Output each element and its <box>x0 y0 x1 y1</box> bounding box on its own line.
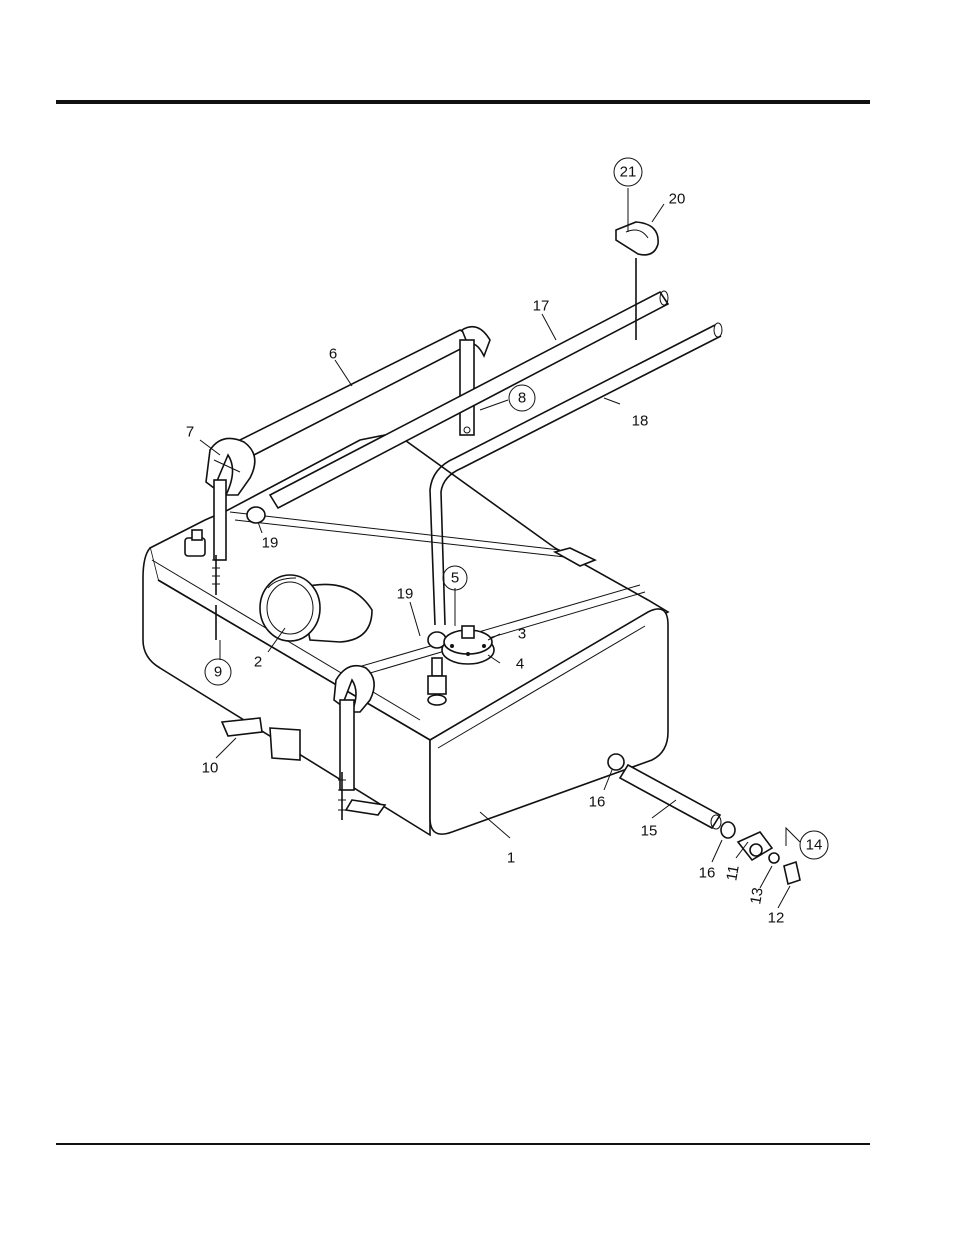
label-2: 2 <box>254 654 262 671</box>
label-11: 11 <box>723 864 742 882</box>
label-4: 4 <box>516 656 524 673</box>
label-21: 21 <box>620 164 637 181</box>
label-3: 3 <box>518 626 526 643</box>
label-17: 17 <box>533 298 550 315</box>
label-16-upper: 16 <box>589 794 606 811</box>
label-16-lower: 16 <box>699 865 716 882</box>
filler-cap <box>260 575 320 641</box>
label-18: 18 <box>632 413 649 430</box>
label-9: 9 <box>214 664 222 681</box>
label-14: 14 <box>806 837 823 854</box>
label-15: 15 <box>641 823 658 840</box>
label-19-left: 19 <box>262 535 279 552</box>
label-6: 6 <box>329 346 337 363</box>
label-7: 7 <box>186 424 194 441</box>
label-1: 1 <box>507 850 515 867</box>
label-19-center: 19 <box>397 586 414 603</box>
label-10: 10 <box>202 760 219 777</box>
label-5: 5 <box>451 570 459 587</box>
label-20: 20 <box>669 191 686 208</box>
label-12: 12 <box>768 910 785 927</box>
label-8: 8 <box>518 390 526 407</box>
label-13: 13 <box>747 886 767 905</box>
